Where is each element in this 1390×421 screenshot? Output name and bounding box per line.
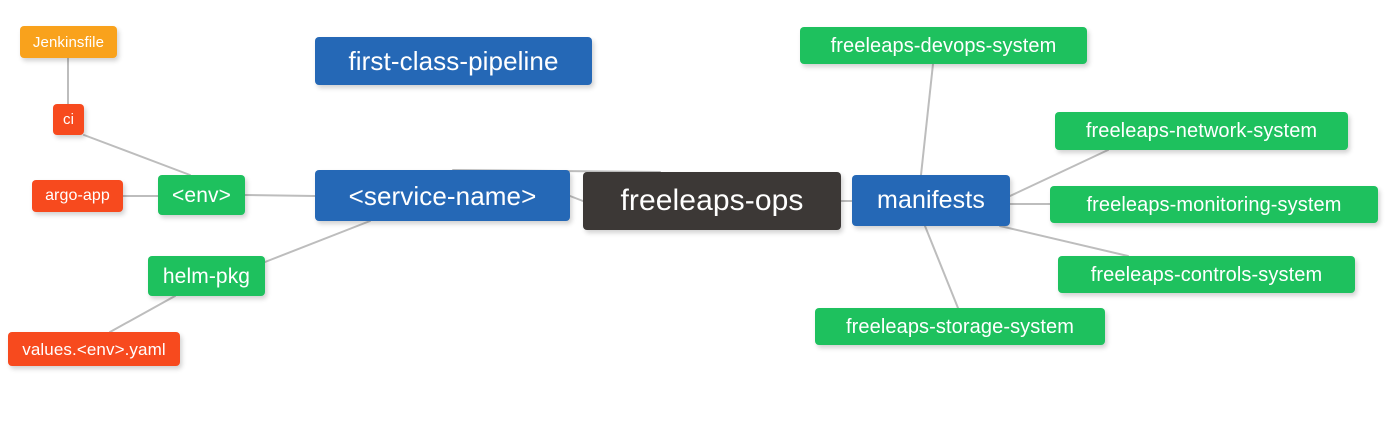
edge-manifests-to-freeleaps-devops-system: [920, 63, 934, 176]
node-first-class-pipeline[interactable]: first-class-pipeline: [315, 37, 592, 85]
edge-env-to-ci: [83, 134, 191, 176]
edge-freeleaps-ops-to-service-name: [569, 195, 584, 202]
node-freeleaps-storage-system[interactable]: freeleaps-storage-system: [815, 308, 1105, 345]
node-values-env-yaml[interactable]: values.<env>.yaml: [8, 332, 180, 366]
node-freeleaps-monitoring-system[interactable]: freeleaps-monitoring-system: [1050, 186, 1378, 223]
node-helm-pkg[interactable]: helm-pkg: [148, 256, 265, 296]
edge-manifests-to-freeleaps-storage-system: [924, 225, 959, 309]
node-argo-app[interactable]: argo-app: [32, 180, 123, 212]
edge-service-name-to-env: [244, 194, 316, 197]
node-freeleaps-devops-system[interactable]: freeleaps-devops-system: [800, 27, 1087, 64]
edge-helm-pkg-to-values-env-yaml: [109, 295, 176, 333]
node-freeleaps-controls-system[interactable]: freeleaps-controls-system: [1058, 256, 1355, 293]
node-jenkinsfile[interactable]: Jenkinsfile: [20, 26, 117, 58]
node-freeleaps-network-system[interactable]: freeleaps-network-system: [1055, 112, 1348, 150]
node-freeleaps-ops[interactable]: freeleaps-ops: [583, 172, 841, 230]
node-manifests[interactable]: manifests: [852, 175, 1010, 226]
edge-manifests-to-freeleaps-controls-system: [999, 225, 1129, 257]
node-env[interactable]: <env>: [158, 175, 245, 215]
node-ci[interactable]: ci: [53, 104, 84, 135]
node-service-name[interactable]: <service-name>: [315, 170, 570, 221]
edge-service-name-to-helm-pkg: [264, 220, 371, 263]
